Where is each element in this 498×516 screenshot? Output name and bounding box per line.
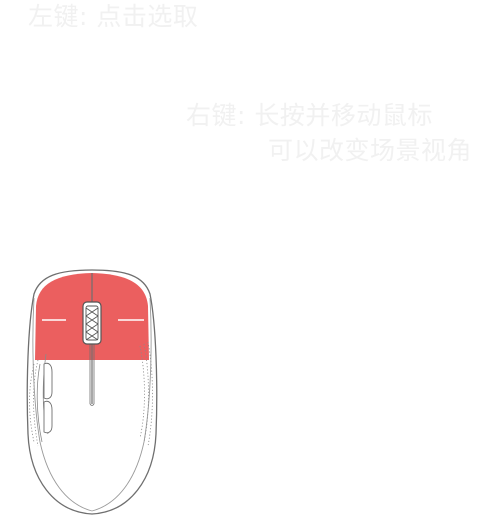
computer-mouse-icon xyxy=(26,269,158,515)
scroll-wheel[interactable] xyxy=(82,301,102,345)
mouse-right-edge-line xyxy=(91,297,152,512)
right-click-instruction-detail: 可以改变场景视角 xyxy=(268,136,473,165)
left-click-instruction: 左键: 点击选取 xyxy=(28,2,199,31)
side-button-forward[interactable] xyxy=(43,362,53,400)
side-button-back[interactable] xyxy=(43,400,53,434)
right-click-instruction: 右键: 长按并移动鼠标 xyxy=(186,101,433,130)
mouse-left-edge-line xyxy=(32,297,93,512)
right-side-grip xyxy=(139,341,153,447)
left-side-dots xyxy=(29,359,39,447)
